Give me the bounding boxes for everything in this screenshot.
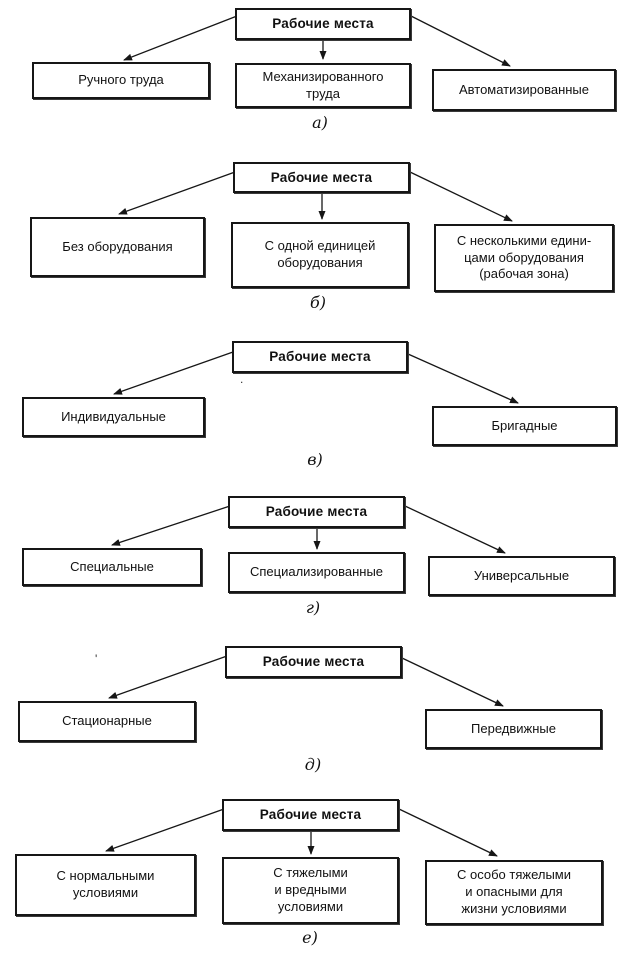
connector-arrow bbox=[113, 351, 234, 395]
connector-arrow bbox=[118, 171, 236, 215]
child-box: Автоматизированные bbox=[432, 69, 616, 111]
child-box: Механизированного труда bbox=[235, 63, 411, 108]
section-letter: е) bbox=[302, 928, 318, 947]
root-box-label: Рабочие места bbox=[262, 654, 365, 670]
child-box: Без оборудования bbox=[30, 217, 205, 277]
child-box: С особо тяжелыми и опасными для жизни ус… bbox=[425, 860, 603, 925]
child-box-label: С особо тяжелыми и опасными для жизни ус… bbox=[456, 867, 571, 916]
scan-artifact-dot: . bbox=[240, 372, 244, 386]
connector-arrow bbox=[398, 808, 498, 857]
child-box-label: Бригадные bbox=[491, 417, 558, 433]
child-box: Специализированные bbox=[228, 552, 405, 593]
connector-arrow bbox=[410, 15, 511, 67]
child-box: С несколькими едини- цами оборудования (… bbox=[434, 224, 614, 292]
child-box-label: С несколькими едини- цами оборудования (… bbox=[456, 232, 592, 282]
root-box-label: Рабочие места bbox=[269, 349, 371, 365]
child-box-label: Передвижные bbox=[471, 720, 556, 736]
child-box-label: С тяжелыми и вредными условиями bbox=[273, 865, 348, 914]
root-box: Рабочие места bbox=[222, 799, 399, 831]
root-box: Рабочие места bbox=[232, 341, 408, 373]
connector-arrow bbox=[404, 505, 506, 554]
child-box: Стационарные bbox=[18, 701, 196, 742]
section-letter: г) bbox=[305, 598, 321, 617]
child-box: Индивидуальные bbox=[22, 397, 205, 437]
connector-arrow bbox=[108, 655, 228, 699]
child-box: С одной единицей оборудования bbox=[231, 222, 409, 288]
child-box-label: Автоматизированные bbox=[458, 81, 590, 97]
child-box-label: Механизированного труда bbox=[262, 68, 384, 101]
connector-arrow bbox=[123, 15, 238, 61]
connector-arrow bbox=[111, 505, 231, 546]
connector-arrow bbox=[401, 657, 504, 707]
scan-artifact-tick: ' bbox=[95, 652, 98, 666]
child-box: Ручного труда bbox=[32, 62, 210, 99]
child-box: С нормальными условиями bbox=[15, 854, 196, 916]
root-box-label: Рабочие места bbox=[270, 169, 373, 185]
child-box-label: Специализированные bbox=[249, 564, 384, 580]
child-box: Универсальные bbox=[428, 556, 615, 596]
child-box-label: Ручного труда bbox=[78, 72, 164, 88]
child-box-label: С одной единицей оборудования bbox=[264, 238, 376, 270]
root-box: Рабочие места bbox=[225, 646, 402, 678]
section-letter: в) bbox=[307, 450, 323, 469]
child-box-label: Специальные bbox=[70, 558, 154, 574]
child-box-label: Без оборудования bbox=[62, 238, 173, 254]
root-box: Рабочие места bbox=[228, 496, 405, 528]
section-letter: б) bbox=[309, 293, 326, 312]
root-box-label: Рабочие места bbox=[265, 504, 368, 520]
connector-arrow bbox=[409, 171, 513, 222]
connector-arrow bbox=[105, 808, 225, 852]
child-box-label: С нормальными условиями bbox=[56, 868, 155, 900]
child-box: Бригадные bbox=[432, 406, 617, 446]
section-letter: д) bbox=[304, 755, 322, 774]
child-box-label: Стационарные bbox=[62, 713, 152, 729]
section-letter: а) bbox=[312, 113, 328, 132]
root-box-label: Рабочие места bbox=[259, 807, 362, 823]
root-box: Рабочие места bbox=[233, 162, 410, 193]
child-box: С тяжелыми и вредными условиями bbox=[222, 857, 399, 924]
child-box: Передвижные bbox=[425, 709, 602, 749]
root-box: Рабочие места bbox=[235, 8, 411, 40]
child-box: Специальные bbox=[22, 548, 202, 586]
connector-arrow bbox=[407, 353, 519, 404]
root-box-label: Рабочие места bbox=[272, 16, 374, 32]
child-box-label: Индивидуальные bbox=[61, 408, 166, 424]
child-box-label: Универсальные bbox=[473, 567, 570, 583]
